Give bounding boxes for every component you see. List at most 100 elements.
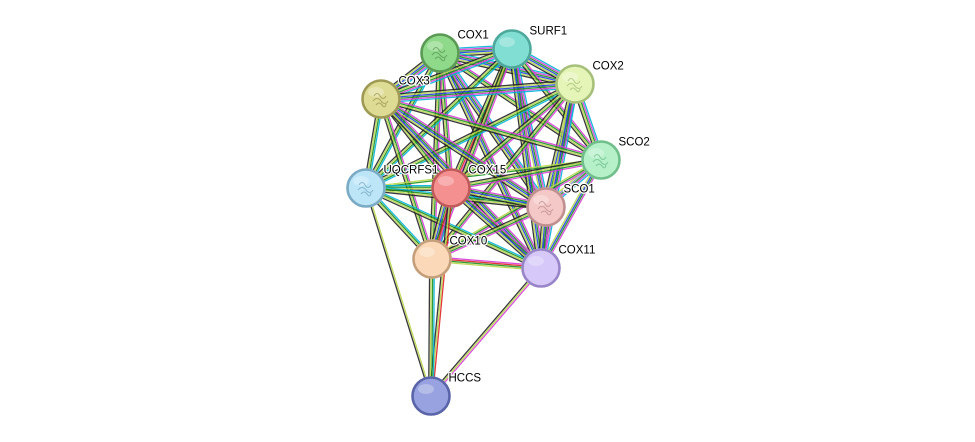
edge-line-textmining	[430, 158, 601, 259]
node-circle[interactable]	[521, 248, 561, 288]
edge-line-coexpression	[380, 100, 601, 163]
edge-line-gene_fusion	[431, 188, 454, 397]
edge-line-coexpression	[428, 258, 431, 396]
edge-line-textmining	[380, 46, 512, 99]
edge-line-textmining	[430, 267, 542, 397]
edge-line-gene_neighborhood	[366, 186, 542, 268]
edge-line-gene_neighborhood	[381, 97, 602, 160]
node-surf1[interactable]: SURF1	[492, 24, 568, 70]
node-highlight	[353, 176, 369, 186]
edge-line-gene_neighborhood	[431, 259, 434, 397]
node-cox3[interactable]: COX3	[361, 74, 431, 120]
node-circle[interactable]	[555, 64, 595, 104]
edge-line-coexpression	[541, 82, 572, 207]
node-uqcrfs1[interactable]: UQCRFS1	[346, 163, 440, 209]
edge-line-textmining	[380, 81, 575, 98]
node-circle[interactable]	[411, 376, 451, 416]
edge-line-coexpression	[429, 266, 541, 396]
node-highlight	[368, 87, 384, 97]
edge-line-textmining	[365, 188, 541, 270]
edge-line-gene_neighborhood	[432, 207, 547, 261]
edge-line-known_experimental	[381, 96, 602, 159]
protein-structure-icon	[431, 46, 448, 62]
edge-line-known_curated	[367, 50, 515, 191]
edge-line-known_experimental	[442, 51, 545, 267]
edge-line-known_experimental	[451, 161, 602, 191]
edge-COX3-COX10[interactable]	[378, 98, 435, 260]
edge-COX3-SCO1[interactable]	[378, 95, 549, 211]
node-label: UQCRFS1	[384, 165, 439, 177]
edge-line-known_experimental	[432, 208, 548, 262]
edge-line-gene_cooccurrence	[450, 187, 542, 269]
node-label: SCO1	[564, 184, 595, 196]
edge-line-known_experimental	[542, 160, 604, 270]
node-circle[interactable]	[431, 168, 471, 208]
node-hccs[interactable]: HCCS	[411, 371, 483, 417]
edge-line-coexpression	[364, 81, 575, 187]
node-highlight	[427, 41, 443, 51]
edge-line-textmining	[380, 99, 601, 162]
edge-SCO2-COX11[interactable]	[538, 158, 604, 270]
node-circle[interactable]	[346, 168, 386, 208]
node-cox11[interactable]: COX11	[521, 243, 597, 289]
edge-line-gene_cooccurrence	[380, 98, 547, 208]
edge-line-gene_cooccurrence	[511, 48, 542, 269]
node-cox2[interactable]: COX2	[555, 59, 625, 105]
edge-line-gene_neighborhood	[541, 160, 603, 269]
edge-line-gene_neighborhood	[366, 49, 513, 190]
node-highlight	[533, 195, 549, 205]
node-circle[interactable]	[412, 239, 452, 279]
edge-line-gene_neighborhood	[381, 84, 576, 101]
edge-line-coexpression	[364, 189, 541, 271]
edge-COX3-SCO2[interactable]	[380, 96, 602, 163]
edge-line-textmining	[439, 54, 575, 87]
edge-line-textmining	[510, 49, 601, 161]
edge-UQCRFS1-COX11[interactable]	[364, 185, 543, 271]
edge-SCO2-COX15[interactable]	[450, 157, 602, 191]
edge-SCO1-COX10[interactable]	[430, 204, 548, 262]
node-circle[interactable]	[581, 140, 621, 180]
edge-line-gene_neighborhood	[512, 48, 544, 268]
node-highlight	[438, 176, 454, 186]
protein-structure-icon	[592, 153, 609, 169]
node-highlight	[499, 37, 515, 47]
edge-line-coexpression	[430, 204, 546, 258]
edge-line-known_experimental	[381, 49, 513, 102]
node-label: COX3	[399, 76, 430, 88]
edge-line-known_curated	[442, 50, 550, 206]
edge-line-known_curated	[514, 48, 550, 207]
edge-line-coexpression	[378, 101, 545, 211]
edge-line-textmining	[538, 158, 600, 268]
node-circle[interactable]	[492, 29, 532, 69]
edge-line-gene_cooccurrence	[539, 159, 601, 268]
edge-line-textmining	[431, 205, 546, 259]
node-sco2[interactable]: SCO2	[581, 135, 651, 181]
edge-line-textmining	[365, 82, 575, 188]
edge-line-known_curated	[381, 87, 576, 104]
edge-line-textmining	[450, 82, 575, 188]
edge-COX10-HCCS[interactable]	[428, 258, 435, 397]
edge-line-known_experimental	[541, 84, 578, 269]
node-cox1[interactable]: COX1	[420, 28, 490, 74]
node-sco1[interactable]: SCO1	[526, 182, 596, 228]
node-cox15[interactable]: COX15	[431, 163, 507, 209]
node-label: COX1	[458, 30, 489, 42]
edge-line-known_experimental	[382, 95, 549, 205]
edge-COX11-HCCS[interactable]	[429, 266, 543, 398]
edge-UQCRFS1-HCCS[interactable]	[364, 187, 433, 397]
node-circle[interactable]	[526, 187, 566, 227]
edge-line-textmining	[429, 258, 432, 396]
edge-line-coexpression	[450, 157, 601, 187]
protein-structure-icon	[372, 92, 389, 108]
node-circle[interactable]	[420, 33, 460, 73]
edge-COX2-COX3[interactable]	[380, 79, 576, 104]
edge-line-coexpression	[429, 82, 574, 258]
node-cox10[interactable]: COX10	[412, 234, 488, 280]
edge-COX15-HCCS[interactable]	[428, 187, 454, 397]
node-circle[interactable]	[361, 79, 401, 119]
edge-line-known_experimental	[514, 48, 545, 268]
protein-structure-icon	[357, 181, 374, 197]
protein-structure-icon	[566, 77, 583, 93]
